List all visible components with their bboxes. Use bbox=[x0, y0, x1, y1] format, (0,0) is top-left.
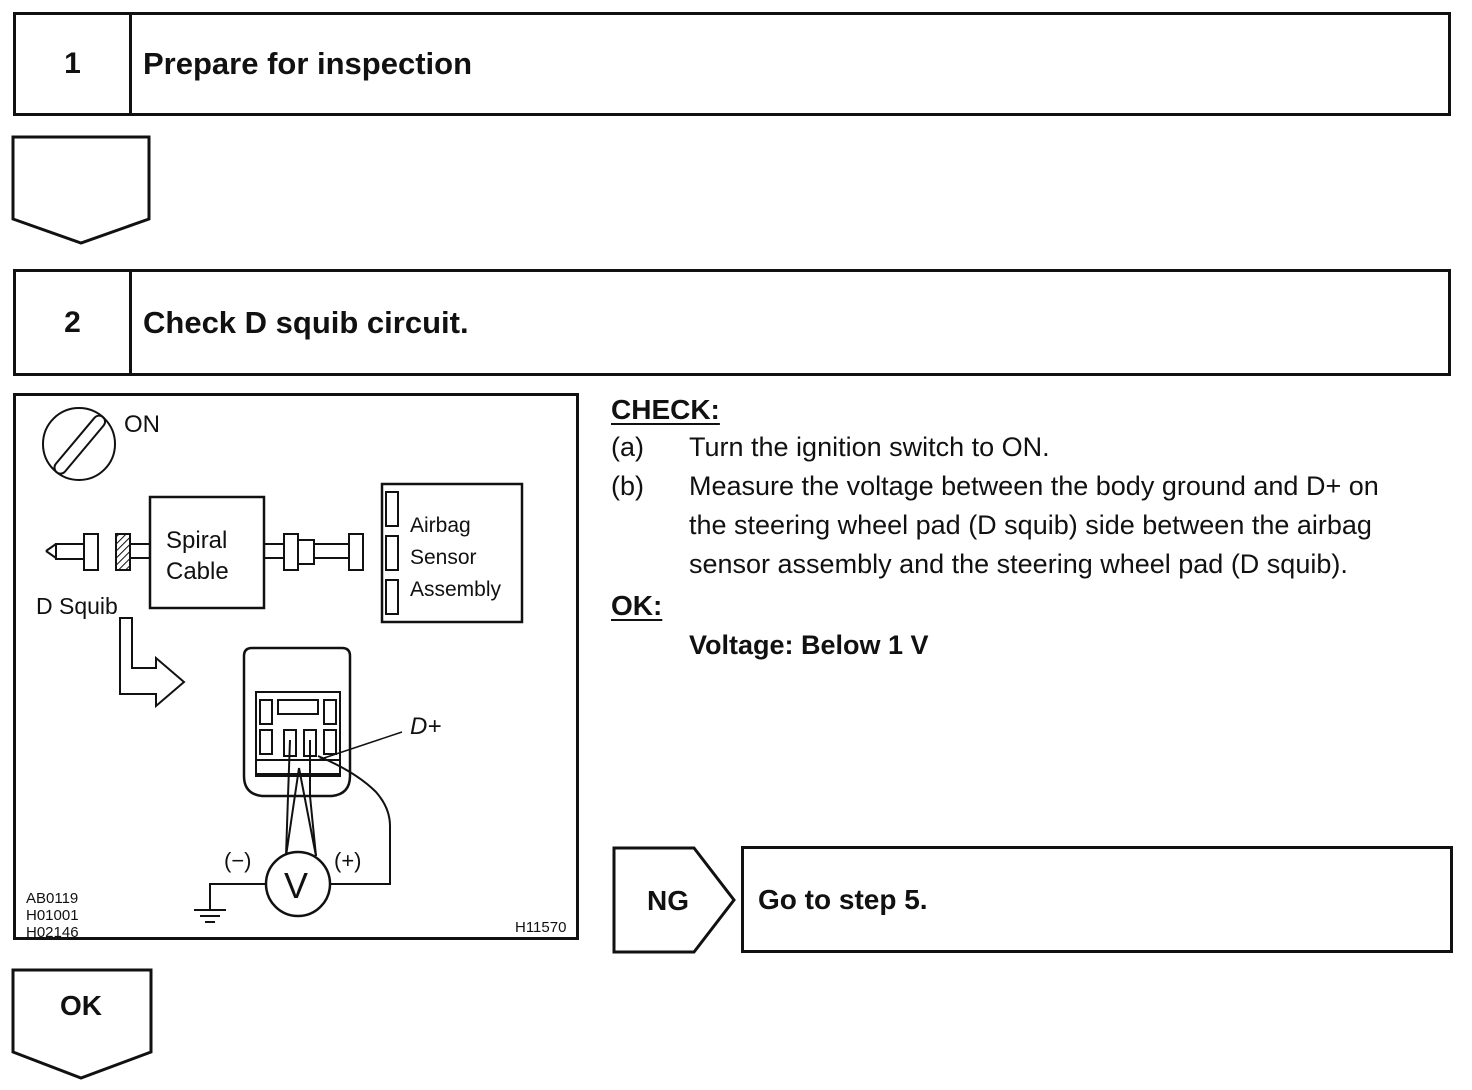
airbag-sensor-label-1: Airbag bbox=[410, 514, 471, 537]
d-plus-label: D+ bbox=[410, 713, 441, 740]
ok-header: OK: bbox=[611, 590, 663, 621]
step-1-title: Prepare for inspection bbox=[143, 46, 473, 81]
ng-action-text: Go to step 5. bbox=[758, 883, 928, 915]
airbag-sensor-label-2: Sensor bbox=[410, 546, 477, 569]
voltmeter-label: V bbox=[284, 865, 308, 906]
check-item-a-label: (a) bbox=[611, 432, 644, 462]
d-plus-leader-line bbox=[317, 731, 403, 761]
spiral-cable-label-1: Spiral bbox=[166, 527, 227, 554]
check-item-b-text: Measure the voltage between the body gro… bbox=[689, 467, 1469, 584]
check-section: CHECK: (a) Turn the ignition switch to O… bbox=[611, 390, 1461, 670]
airbag-sensor-label-3: Assembly bbox=[410, 578, 502, 601]
minus-label: (−) bbox=[224, 848, 252, 873]
flow-arrow-down bbox=[11, 135, 151, 245]
step-2-title: Check D squib circuit. bbox=[143, 304, 469, 340]
spiral-cable-box bbox=[148, 495, 266, 610]
check-item-a: (a) Turn the ignition switch to ON. bbox=[611, 428, 1461, 468]
spiral-cable-label-2: Cable bbox=[166, 558, 229, 585]
check-item-b: (b) Measure the voltage between the body… bbox=[611, 467, 1461, 587]
figure-code-2: H01001 bbox=[26, 907, 79, 924]
voltmeter-icon bbox=[264, 850, 332, 918]
cable-connector-icon bbox=[264, 533, 364, 571]
bent-arrow-icon bbox=[119, 617, 186, 709]
step-1-box: 1 Prepare for inspection bbox=[13, 12, 1451, 116]
ok-arrow-label: OK bbox=[60, 990, 102, 1021]
wiring-diagram: ON Spiral Cable bbox=[26, 407, 566, 941]
ok-spec: Voltage: Below 1 V bbox=[689, 630, 929, 660]
check-item-b-label: (b) bbox=[611, 471, 644, 501]
check-item-a-text: Turn the ignition switch to ON. bbox=[689, 432, 1050, 462]
figure-code-3: H02146 bbox=[26, 924, 79, 937]
airbag-sensor-assembly-box bbox=[380, 482, 524, 624]
ng-action-box: Go to step 5. bbox=[741, 846, 1453, 953]
step-2-number: 2 bbox=[16, 272, 132, 373]
plus-label: (+) bbox=[334, 848, 362, 873]
ground-wire bbox=[209, 883, 266, 910]
check-item-b-line-3: sensor assembly and the steering wheel p… bbox=[689, 549, 1348, 579]
check-header: CHECK: bbox=[611, 394, 720, 425]
figure-code-1: AB0119 bbox=[26, 890, 78, 907]
figure-id: H11570 bbox=[515, 919, 566, 936]
positive-lead-wire bbox=[317, 755, 391, 885]
ignition-key-icon bbox=[42, 407, 116, 481]
step-2-box: 2 Check D squib circuit. bbox=[13, 269, 1451, 376]
d-squib-connector-icon bbox=[45, 533, 150, 571]
step-1-number: 1 bbox=[16, 15, 132, 113]
ng-arrow-box bbox=[612, 846, 736, 954]
check-item-b-line-1: Measure the voltage between the body gro… bbox=[689, 471, 1379, 501]
ok-arrow bbox=[11, 968, 153, 1080]
ng-label: NG bbox=[647, 885, 689, 916]
wiring-figure: ON Spiral Cable bbox=[13, 393, 579, 941]
on-label: ON bbox=[124, 411, 160, 438]
connector-face-icon bbox=[242, 646, 352, 857]
d-squib-label: D Squib bbox=[36, 593, 118, 619]
check-item-b-line-2: the steering wheel pad (D squib) side be… bbox=[689, 510, 1372, 540]
ground-symbol-icon bbox=[194, 909, 226, 923]
